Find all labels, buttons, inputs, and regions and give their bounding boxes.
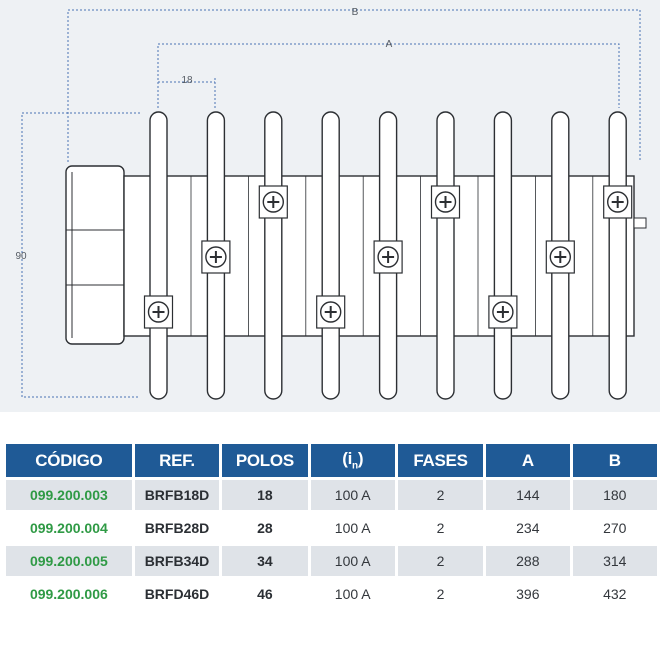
cell-a: 288 bbox=[486, 546, 570, 576]
dimension-line-b bbox=[67, 9, 641, 162]
busbar-fin bbox=[264, 111, 283, 400]
cell-fases: 2 bbox=[397, 579, 484, 609]
end-cap bbox=[65, 165, 125, 345]
terminal-screws bbox=[143, 185, 633, 329]
cell-ref: BRFB34D bbox=[134, 546, 220, 576]
cell-polos: 46 bbox=[222, 579, 308, 609]
header-b: B bbox=[572, 444, 657, 477]
header-ref: REF. bbox=[134, 444, 220, 477]
cell-b: 314 bbox=[572, 546, 657, 576]
cell-codigo: 099.200.004 bbox=[6, 513, 132, 543]
cell-ref: BRFB18D bbox=[134, 480, 220, 510]
specification-table: CÓDIGO REF. POLOS (in) FASES A B 099.200… bbox=[3, 441, 660, 612]
table-row: 099.200.004 BRFB28D 28 100 A 2 234 270 bbox=[6, 513, 657, 543]
cell-b: 180 bbox=[572, 480, 657, 510]
header-a: A bbox=[486, 444, 570, 477]
busbar-fin bbox=[608, 111, 627, 400]
cell-polos: 18 bbox=[222, 480, 308, 510]
table-row: 099.200.003 BRFB18D 18 100 A 2 144 180 bbox=[6, 480, 657, 510]
cell-fases: 2 bbox=[397, 513, 484, 543]
cell-ref: BRFD46D bbox=[134, 579, 220, 609]
cell-in: 100 A bbox=[310, 579, 395, 609]
dimension-label-b: B bbox=[352, 7, 359, 18]
dimension-line-a bbox=[157, 43, 620, 108]
header-in-close: ) bbox=[357, 449, 364, 469]
end-clip-right bbox=[633, 217, 647, 229]
busbar-fin bbox=[149, 111, 168, 400]
cell-polos: 34 bbox=[222, 546, 308, 576]
cell-b: 270 bbox=[572, 513, 657, 543]
cell-in: 100 A bbox=[310, 480, 395, 510]
dimension-line-height bbox=[21, 112, 140, 398]
header-in-sub: n bbox=[352, 460, 358, 472]
busbar-fins bbox=[149, 111, 627, 400]
busbar-drawing: B A 18 90 bbox=[15, 7, 647, 400]
cell-in: 100 A bbox=[310, 513, 395, 543]
header-fases: FASES bbox=[397, 444, 484, 477]
table-row: 099.200.005 BRFB34D 34 100 A 2 288 314 bbox=[6, 546, 657, 576]
cell-codigo: 099.200.006 bbox=[6, 579, 132, 609]
table-header-row: CÓDIGO REF. POLOS (in) FASES A B bbox=[6, 444, 657, 477]
cell-b: 432 bbox=[572, 579, 657, 609]
cell-a: 144 bbox=[486, 480, 570, 510]
cell-fases: 2 bbox=[397, 546, 484, 576]
cell-codigo: 099.200.005 bbox=[6, 546, 132, 576]
dimension-lines bbox=[21, 9, 641, 398]
header-in: (in) bbox=[310, 444, 395, 477]
technical-drawing: B A 18 90 bbox=[0, 0, 660, 412]
cell-in: 100 A bbox=[310, 546, 395, 576]
cell-ref: BRFB28D bbox=[134, 513, 220, 543]
header-polos: POLOS bbox=[222, 444, 308, 477]
busbar-fin bbox=[493, 111, 513, 400]
cell-polos: 28 bbox=[222, 513, 308, 543]
cell-fases: 2 bbox=[397, 480, 484, 510]
cell-a: 234 bbox=[486, 513, 570, 543]
dimension-label-pitch: 18 bbox=[181, 75, 193, 86]
busbar-fin bbox=[436, 111, 455, 400]
dimension-label-height: 90 bbox=[15, 251, 27, 262]
dimension-label-a: A bbox=[386, 39, 393, 50]
table-row: 099.200.006 BRFD46D 46 100 A 2 396 432 bbox=[6, 579, 657, 609]
header-codigo: CÓDIGO bbox=[6, 444, 132, 477]
busbar-fin bbox=[321, 111, 340, 400]
header-in-open: (i bbox=[342, 449, 352, 469]
cell-a: 396 bbox=[486, 579, 570, 609]
cell-codigo: 099.200.003 bbox=[6, 480, 132, 510]
